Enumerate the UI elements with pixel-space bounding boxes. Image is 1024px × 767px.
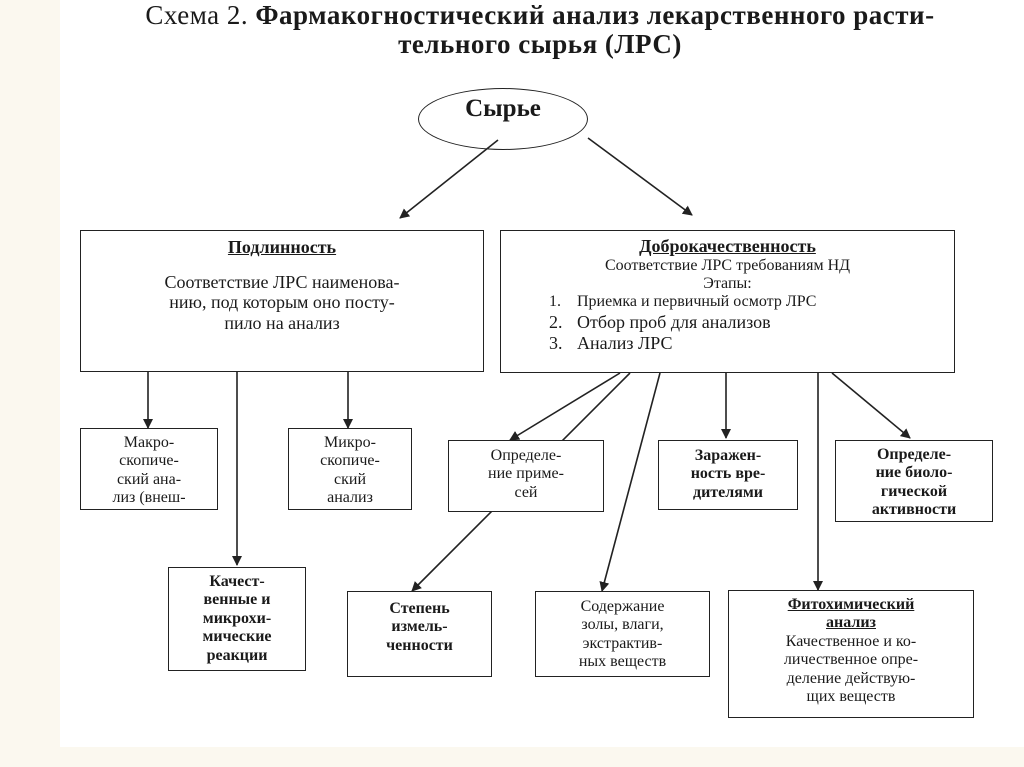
authenticity-text-l1: Соответствие ЛРС наименова- xyxy=(164,271,400,292)
impurities-text: Определе- xyxy=(490,447,562,464)
grinding-text: Степень xyxy=(389,600,450,617)
title-text: Фармакогностический анализ лекарственног… xyxy=(255,0,935,30)
content-text: ных веществ xyxy=(578,653,667,671)
qualitative-text: реакции xyxy=(206,646,268,664)
authenticity-heading: Подлинность xyxy=(227,237,337,257)
qualitative-text: Качест- xyxy=(209,573,265,590)
grinding-text: измель- xyxy=(391,618,448,636)
bioactivity-text: активности xyxy=(871,501,957,519)
microscopic-analysis-box: Микро- скопиче- ский анализ xyxy=(288,428,412,510)
impurities-box: Определе- ние приме- сей xyxy=(448,440,604,512)
macro-text: лиз (внеш- xyxy=(112,489,186,507)
infestation-text: дителями xyxy=(692,483,764,501)
phyto-heading: Фитохимический xyxy=(787,596,915,613)
micro-text: ский xyxy=(334,470,366,488)
bioactivity-text: ние биоло- xyxy=(875,464,953,482)
phyto-text: щих веществ xyxy=(806,687,896,705)
bioactivity-text: гической xyxy=(880,482,948,500)
title-prefix: Схема 2. xyxy=(145,0,249,30)
authenticity-text-l3: пило на анализ xyxy=(224,313,340,334)
phyto-text: личественное опре- xyxy=(783,651,919,669)
phyto-text: Качественное и ко- xyxy=(785,632,917,650)
diagram-title-line2: тельного сырья (ЛРС) xyxy=(398,29,682,59)
qualitative-text: венные и xyxy=(203,591,271,609)
macro-text: скопиче- xyxy=(119,452,179,470)
infestation-text: Заражен- xyxy=(694,447,762,464)
infestation-text: ность вре- xyxy=(690,465,766,483)
qualitative-reactions-box: Качест- венные и микрохи- мические реакц… xyxy=(168,567,306,671)
quality-subtitle: Соответствие ЛРС требованиям НД xyxy=(604,256,851,274)
authenticity-box: Подлинность Соответствие ЛРС наименова- … xyxy=(80,230,484,372)
phyto-text: деление действую- xyxy=(786,669,916,687)
qualitative-text: мические xyxy=(202,628,272,646)
micro-text: скопиче- xyxy=(320,452,380,470)
macroscopic-analysis-box: Макро- скопиче- ский ана- лиз (внеш- xyxy=(80,428,218,510)
qualitative-text: микрохи- xyxy=(202,609,272,627)
bioactivity-box: Определе- ние биоло- гической активности xyxy=(835,440,993,522)
macro-text: Макро- xyxy=(123,434,175,451)
root-node-raw-material: Сырье xyxy=(418,88,588,150)
micro-text: Микро- xyxy=(324,434,376,451)
quality-box: Доброкачественность Соответствие ЛРС тре… xyxy=(500,230,955,373)
quality-stages-list: 1.Приемка и первичный осмотр ЛРС 2.Отбор… xyxy=(549,293,954,353)
authenticity-text-l2: нию, под которым оно посту- xyxy=(169,292,395,313)
grinding-text: ченности xyxy=(386,636,453,654)
stage-item: 3.Анализ ЛРС xyxy=(549,332,673,353)
content-text: золы, влаги, xyxy=(581,616,664,634)
diagram-title-line1: Схема 2. Фармакогностический анализ лека… xyxy=(70,0,1010,31)
stage-item: 1.Приемка и первичный осмотр ЛРС xyxy=(549,293,817,311)
quality-heading: Доброкачественность xyxy=(639,236,816,256)
arrow-to-content xyxy=(599,372,661,592)
bioactivity-text: Определе- xyxy=(876,446,952,463)
phyto-heading: анализ xyxy=(826,614,876,632)
ash-moisture-content-box: Содержание золы, влаги, экстрактив- ных … xyxy=(535,591,710,677)
grinding-degree-box: Степень измель- ченности xyxy=(347,591,492,677)
slide-decoration-left xyxy=(0,0,60,767)
arrow-root-to-quality xyxy=(587,137,693,216)
impurities-text: ние приме- xyxy=(488,465,564,483)
infestation-box: Заражен- ность вре- дителями xyxy=(658,440,798,510)
impurities-text: сей xyxy=(514,483,538,501)
macro-text: ский ана- xyxy=(116,470,182,488)
phytochemical-analysis-box: Фитохимический анализ Качественное и ко-… xyxy=(728,590,974,718)
arrow-root-to-authenticity xyxy=(399,139,499,219)
slide-decoration-bottom xyxy=(0,747,1024,767)
arrow-to-bioactivity xyxy=(831,372,911,439)
stage-item: 2.Отбор проб для анализов xyxy=(549,311,771,332)
quality-stages-label: Этапы: xyxy=(703,275,752,293)
content-text: Содержание xyxy=(580,598,665,615)
content-text: экстрактив- xyxy=(582,634,663,652)
micro-text: анализ xyxy=(327,489,373,507)
arrow-to-impurities xyxy=(509,372,621,441)
